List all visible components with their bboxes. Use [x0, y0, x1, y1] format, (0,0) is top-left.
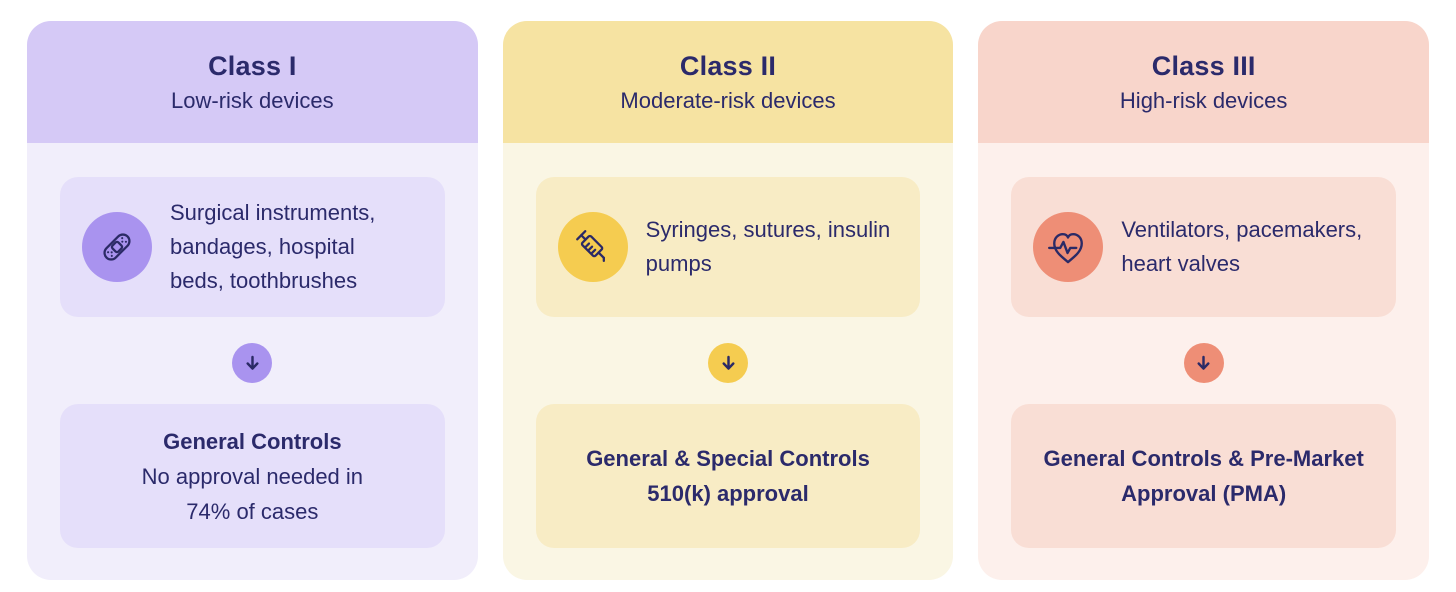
column-body: Surgical instruments, bandages, hospital… [27, 143, 478, 580]
controls-card: General Controls No approval needed in 7… [60, 404, 445, 548]
column-header: Class II Moderate-risk devices [502, 21, 954, 143]
controls-title: General & Special Controls 510(k) approv… [586, 446, 870, 506]
column-subtitle: Moderate-risk devices [620, 87, 836, 113]
column-class-ii: Class II Moderate-risk devices [502, 21, 954, 580]
column-subtitle: High-risk devices [1119, 87, 1288, 113]
example-text: Ventilators, pacemakers, heart valves [1121, 217, 1363, 276]
example-card: Ventilators, pacemakers, heart valves [1011, 177, 1397, 317]
column-class-i: Class I Low-risk devices [27, 21, 478, 580]
down-arrow-icon [242, 353, 263, 374]
controls-card: General Controls & Pre-Market Approval (… [1011, 404, 1397, 548]
column-title: Class II [679, 50, 777, 81]
down-arrow-icon [1193, 353, 1214, 374]
column-subtitle: Low-risk devices [171, 87, 334, 113]
controls-detail: No approval needed in 74% of cases [141, 463, 364, 524]
column-header: Class I Low-risk devices [27, 21, 478, 143]
controls-card: General & Special Controls 510(k) approv… [535, 404, 921, 548]
column-class-iii: Class III High-risk devices Ventilators,… [978, 21, 1430, 580]
column-title: Class III [1151, 50, 1256, 81]
column-body: Ventilators, pacemakers, heart valves Ge… [978, 143, 1429, 580]
heart-pulse-icon [1033, 212, 1104, 282]
down-arrow-badge [1183, 343, 1224, 383]
column-title: Class I [208, 50, 297, 81]
example-text: Surgical instruments, bandages, hospital… [170, 200, 376, 293]
column-body: Syringes, sutures, insulin pumps General… [503, 143, 954, 580]
down-arrow-badge [708, 343, 748, 383]
column-header: Class III High-risk devices [978, 21, 1430, 143]
example-card: Syringes, sutures, insulin pumps [535, 177, 921, 317]
down-arrow-badge [232, 343, 273, 383]
controls-title: General Controls [163, 428, 342, 454]
down-arrow-icon [718, 353, 739, 374]
example-text: Syringes, sutures, insulin pumps [645, 217, 891, 276]
bandage-icon [82, 212, 152, 282]
example-card: Surgical instruments, bandages, hospital… [60, 177, 445, 317]
syringe-icon [557, 212, 628, 282]
controls-title: General Controls & Pre-Market Approval (… [1043, 446, 1364, 506]
